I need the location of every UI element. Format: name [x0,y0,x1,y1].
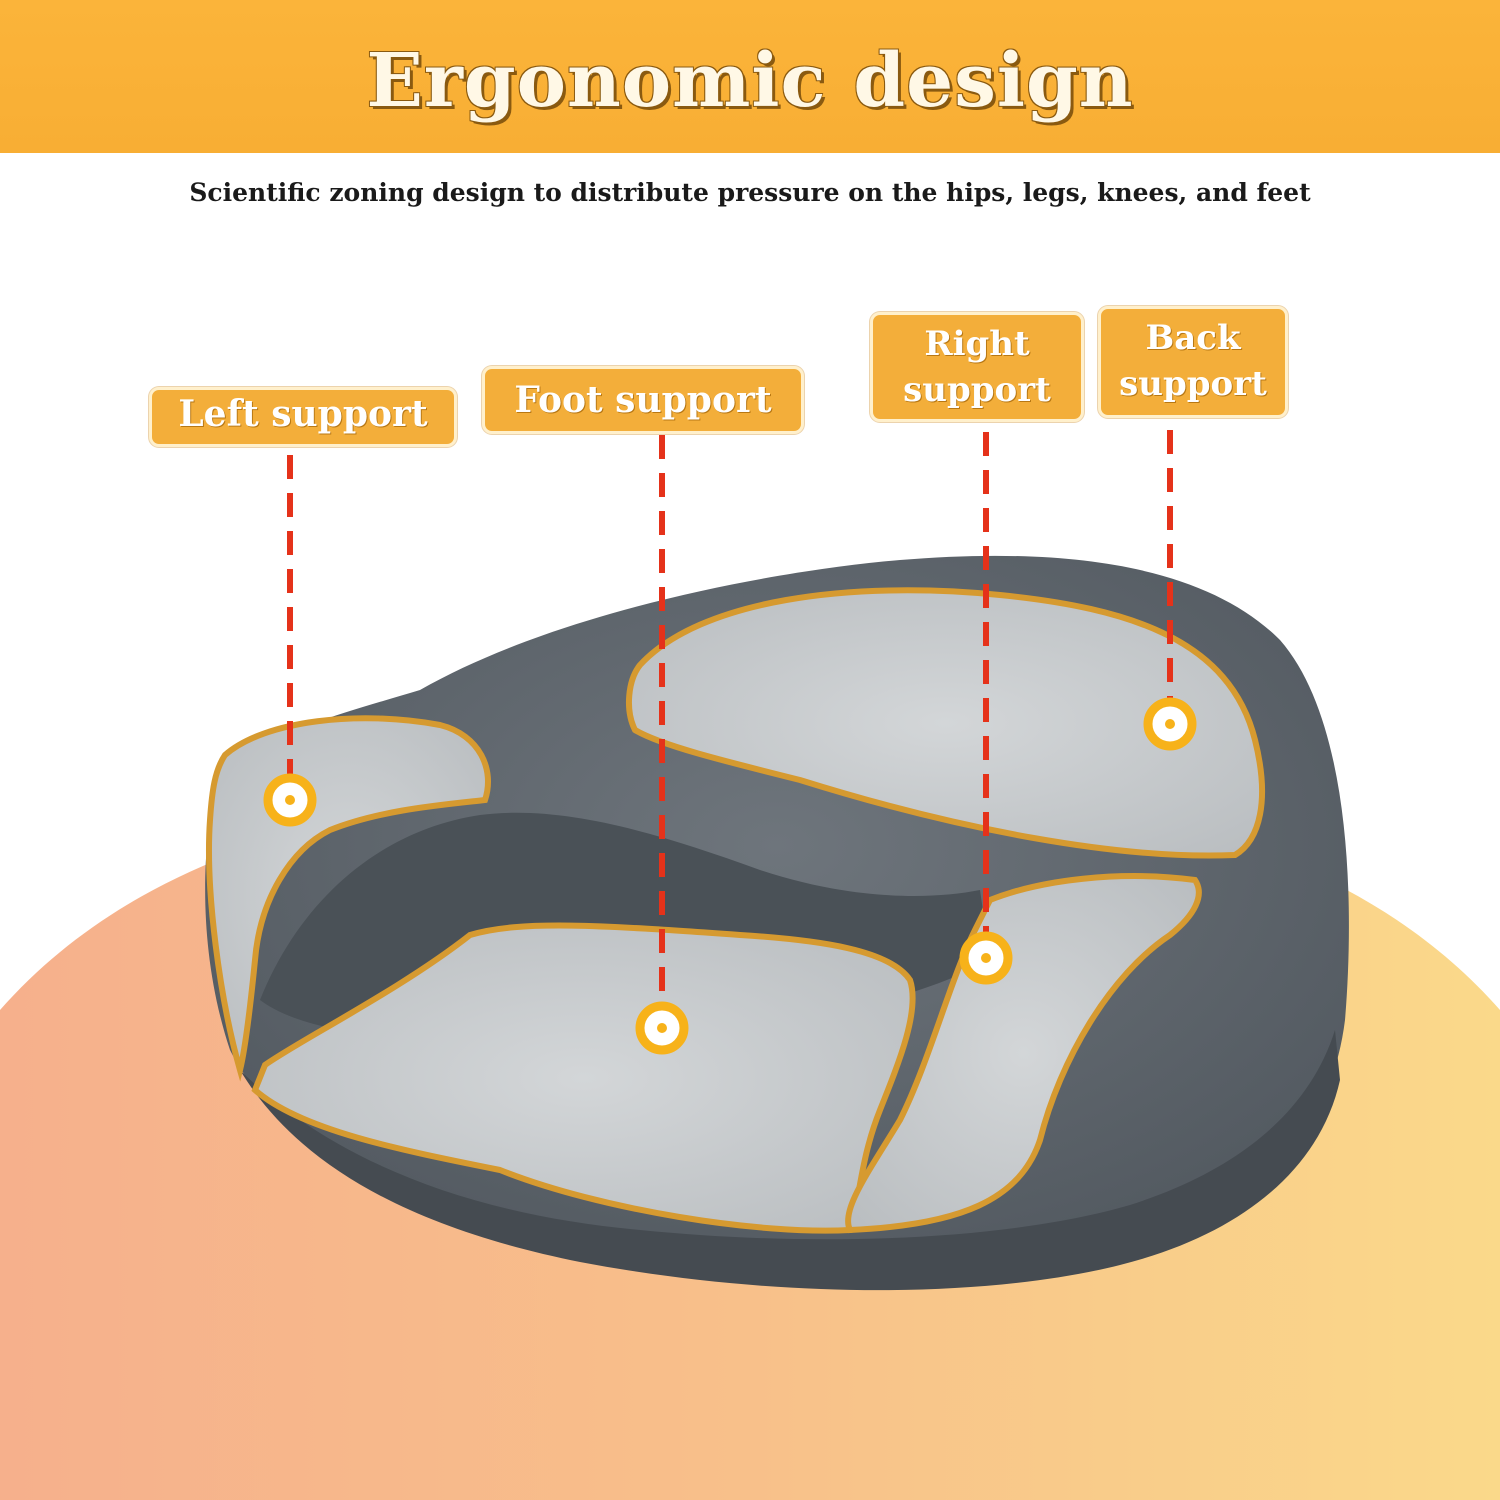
subtitle: Scientific zoning design to distribute p… [189,178,1311,207]
right-support-line1: Right [924,324,1030,364]
header-band [0,0,1500,153]
foot-support-label: Foot support [482,366,804,434]
right-zone [845,873,1202,1234]
back-support-line2: support [1119,364,1267,404]
back-support-label: Back support [1098,306,1288,418]
left-support-text: Left support [178,393,428,435]
marker-right [959,931,1013,985]
foot-zone [251,922,916,1234]
right-support-label: Right support [870,312,1084,422]
cushion-front [240,1030,1340,1291]
left-support-label: Left support [149,387,457,447]
page-title: Ergonomic design [366,38,1134,124]
marker-foot [635,1001,689,1055]
foot-support-text: Foot support [514,379,772,421]
back-zone [626,587,1266,859]
back-support-line1: Back [1145,318,1241,358]
marker-left [263,773,317,827]
right-support-line2: support [903,370,1051,410]
marker-back [1143,697,1197,751]
